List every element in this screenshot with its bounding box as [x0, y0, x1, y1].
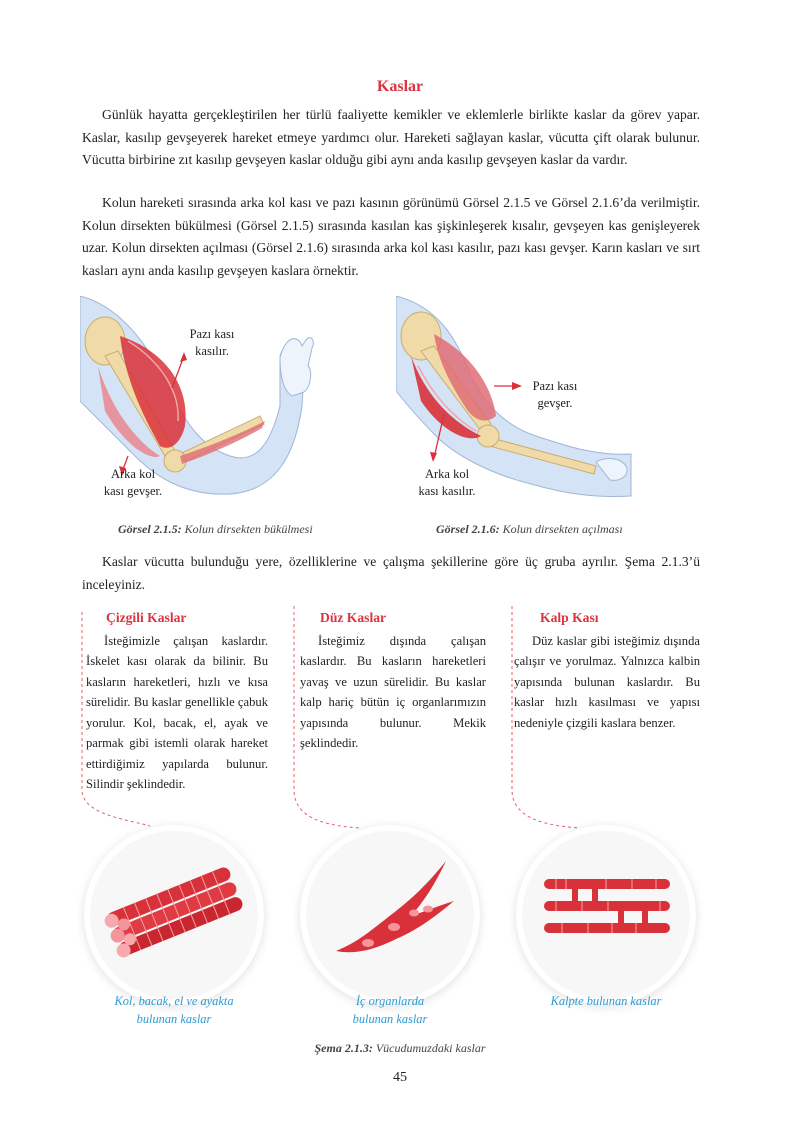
- cardiac-muscle-text: Düz kaslar gibi isteğimiz dışında çalışı…: [514, 633, 700, 730]
- smooth-muscle-column: Düz Kaslar İsteğimiz dışında çalışan kas…: [300, 608, 486, 754]
- cardiac-muscle-column: Kalp Kası Düz kaslar gibi isteğimiz dışı…: [514, 608, 700, 733]
- smooth-muscle-circle: [300, 825, 480, 1005]
- cardiac-muscle-heading: Kalp Kası: [540, 610, 599, 625]
- triceps-label: Arka kol kası kasılır.: [418, 467, 476, 498]
- striated-muscle-text: İsteğimizle çalışan kaslardır. İskelet k…: [86, 633, 268, 792]
- cardiac-muscle-fiber-illustration: [544, 879, 670, 933]
- smooth-muscle-location-label: İç organlarda bulunan kaslar: [352, 994, 428, 1026]
- biceps-label: Pazı kası gevşer.: [532, 379, 578, 410]
- intro-paragraph: Günlük hayatta gerçekleştirilen her türl…: [82, 107, 700, 167]
- figure-caption-2-1-6: Görsel 2.1.6: Kolun dirsekten açılması: [436, 522, 623, 536]
- biceps-label: Pazı kası kasılır.: [189, 327, 235, 358]
- triceps-label: Arka kol kası gevşer.: [103, 467, 163, 498]
- smooth-muscle-heading: Düz Kaslar: [320, 610, 387, 625]
- arm-extension-illustration: [395, 295, 632, 497]
- muscle-groups-paragraph: Kaslar vücutta bulunduğu yere, özellikle…: [82, 554, 700, 592]
- page-title: Kaslar: [376, 78, 424, 95]
- arm-flexion-illustration: [79, 295, 314, 495]
- striated-muscle-fiber-illustration: [104, 867, 243, 958]
- cardiac-muscle-circle: [516, 825, 696, 1005]
- smooth-muscle-text: İsteğimiz dışında çalışan kaslardır. Bu …: [300, 633, 486, 751]
- cardiac-muscle-location-label: Kalpte bulunan kaslar: [550, 994, 662, 1008]
- arm-extension-figure: Pazı kası gevşer. Arka kol kası kasılır.: [395, 295, 636, 516]
- striated-muscle-circle: [84, 825, 264, 1005]
- schema-caption: Şema 2.1.3: Vücudumuzdaki kaslar: [314, 1041, 486, 1055]
- figure-caption-2-1-5: Görsel 2.1.5: Kolun dirsekten bükülmesi: [118, 522, 313, 536]
- smooth-muscle-cell-illustration: [336, 861, 454, 953]
- striated-muscle-location-label: Kol, bacak, el ve ayakta bulunan kaslar: [114, 994, 234, 1026]
- striated-muscle-heading: Çizgili Kaslar: [106, 610, 187, 625]
- striated-muscle-column: Çizgili Kaslar İsteğimizle çalışan kasla…: [86, 608, 268, 795]
- arm-movement-paragraph: Kolun hareketi sırasında arka kol kası v…: [82, 195, 700, 278]
- arm-flexion-figure: Pazı kası kasılır. Arka kol kası gevşer.: [79, 295, 320, 516]
- page-number: 45: [393, 1070, 407, 1085]
